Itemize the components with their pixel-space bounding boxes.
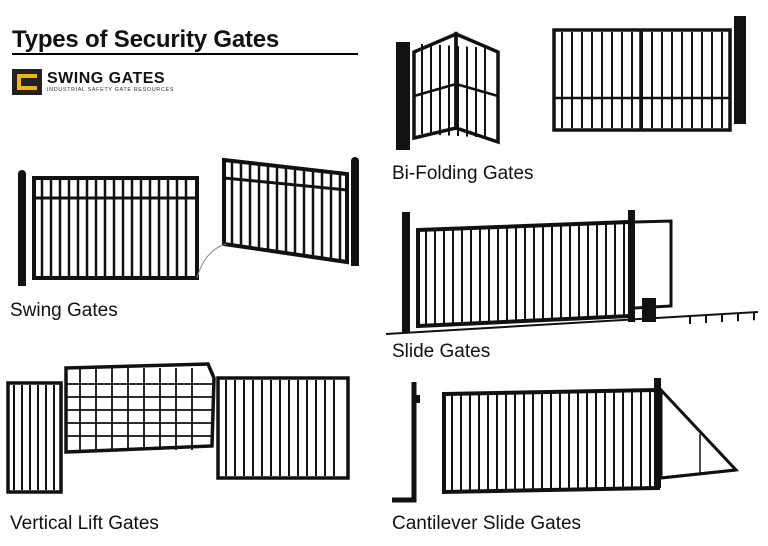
logo-tagline: INDUSTRIAL SAFETY GATE RESOURCES <box>47 87 174 93</box>
label-slide-gates: Slide Gates <box>392 341 491 362</box>
label-cantilever-slide-gates: Cantilever Slide Gates <box>392 513 582 534</box>
title-underline <box>12 53 358 55</box>
label-vertical-lift-gates: Vertical Lift Gates <box>10 513 159 534</box>
brand-logo: SWING GATES INDUSTRIAL SAFETY GATE RESOU… <box>12 68 174 96</box>
label-bi-folding-gates: Bi-Folding Gates <box>392 163 534 184</box>
label-swing-gates: Swing Gates <box>10 300 118 321</box>
slide-gate-illustration <box>385 210 759 335</box>
cantilever-slide-gate-illustration <box>392 378 740 503</box>
swing-gate-illustration <box>18 157 359 286</box>
vertical-lift-gate-illustration <box>6 362 350 494</box>
logo-name: SWING GATES <box>47 70 166 87</box>
gate-logo-icon <box>12 69 42 95</box>
bi-folding-gate-illustration <box>396 16 746 150</box>
page-title: Types of Security Gates <box>12 26 280 53</box>
